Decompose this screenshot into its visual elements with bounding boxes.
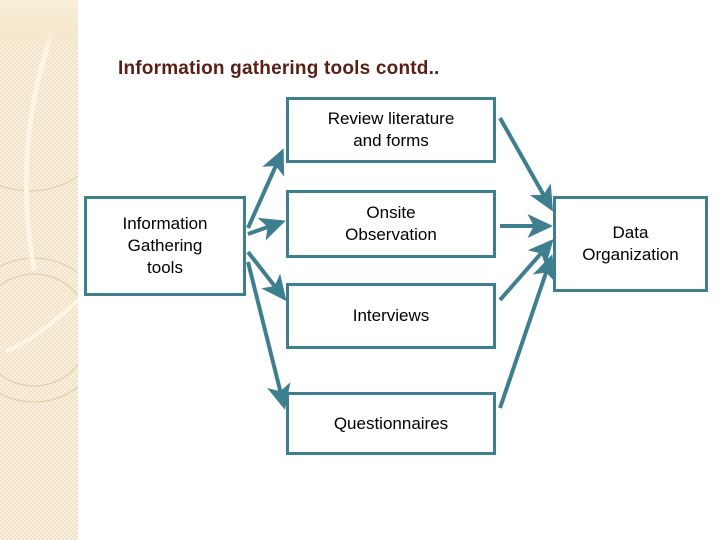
arrow-questionnaires-to-target (498, 254, 556, 409)
arrow-source-to-interviews (246, 250, 287, 302)
page-title: Information gathering tools contd.. (118, 58, 440, 79)
decorative-top-highlight (0, 0, 78, 52)
arrow-source-to-questionnaires (246, 261, 291, 410)
arrow-source-to-review (246, 148, 285, 229)
arrow-source-to-onsite (247, 217, 286, 241)
node-interviews[interactable]: Interviews (286, 283, 496, 349)
arrow-review-to-target (498, 117, 553, 212)
node-questionnaires[interactable]: Questionnaires (286, 392, 496, 455)
node-label: Interviews (352, 306, 430, 326)
decorative-side-band (0, 0, 78, 540)
checker-texture (0, 0, 78, 540)
node-label: Questionnaires (333, 413, 449, 433)
arrow-interviews-to-target (498, 238, 554, 302)
